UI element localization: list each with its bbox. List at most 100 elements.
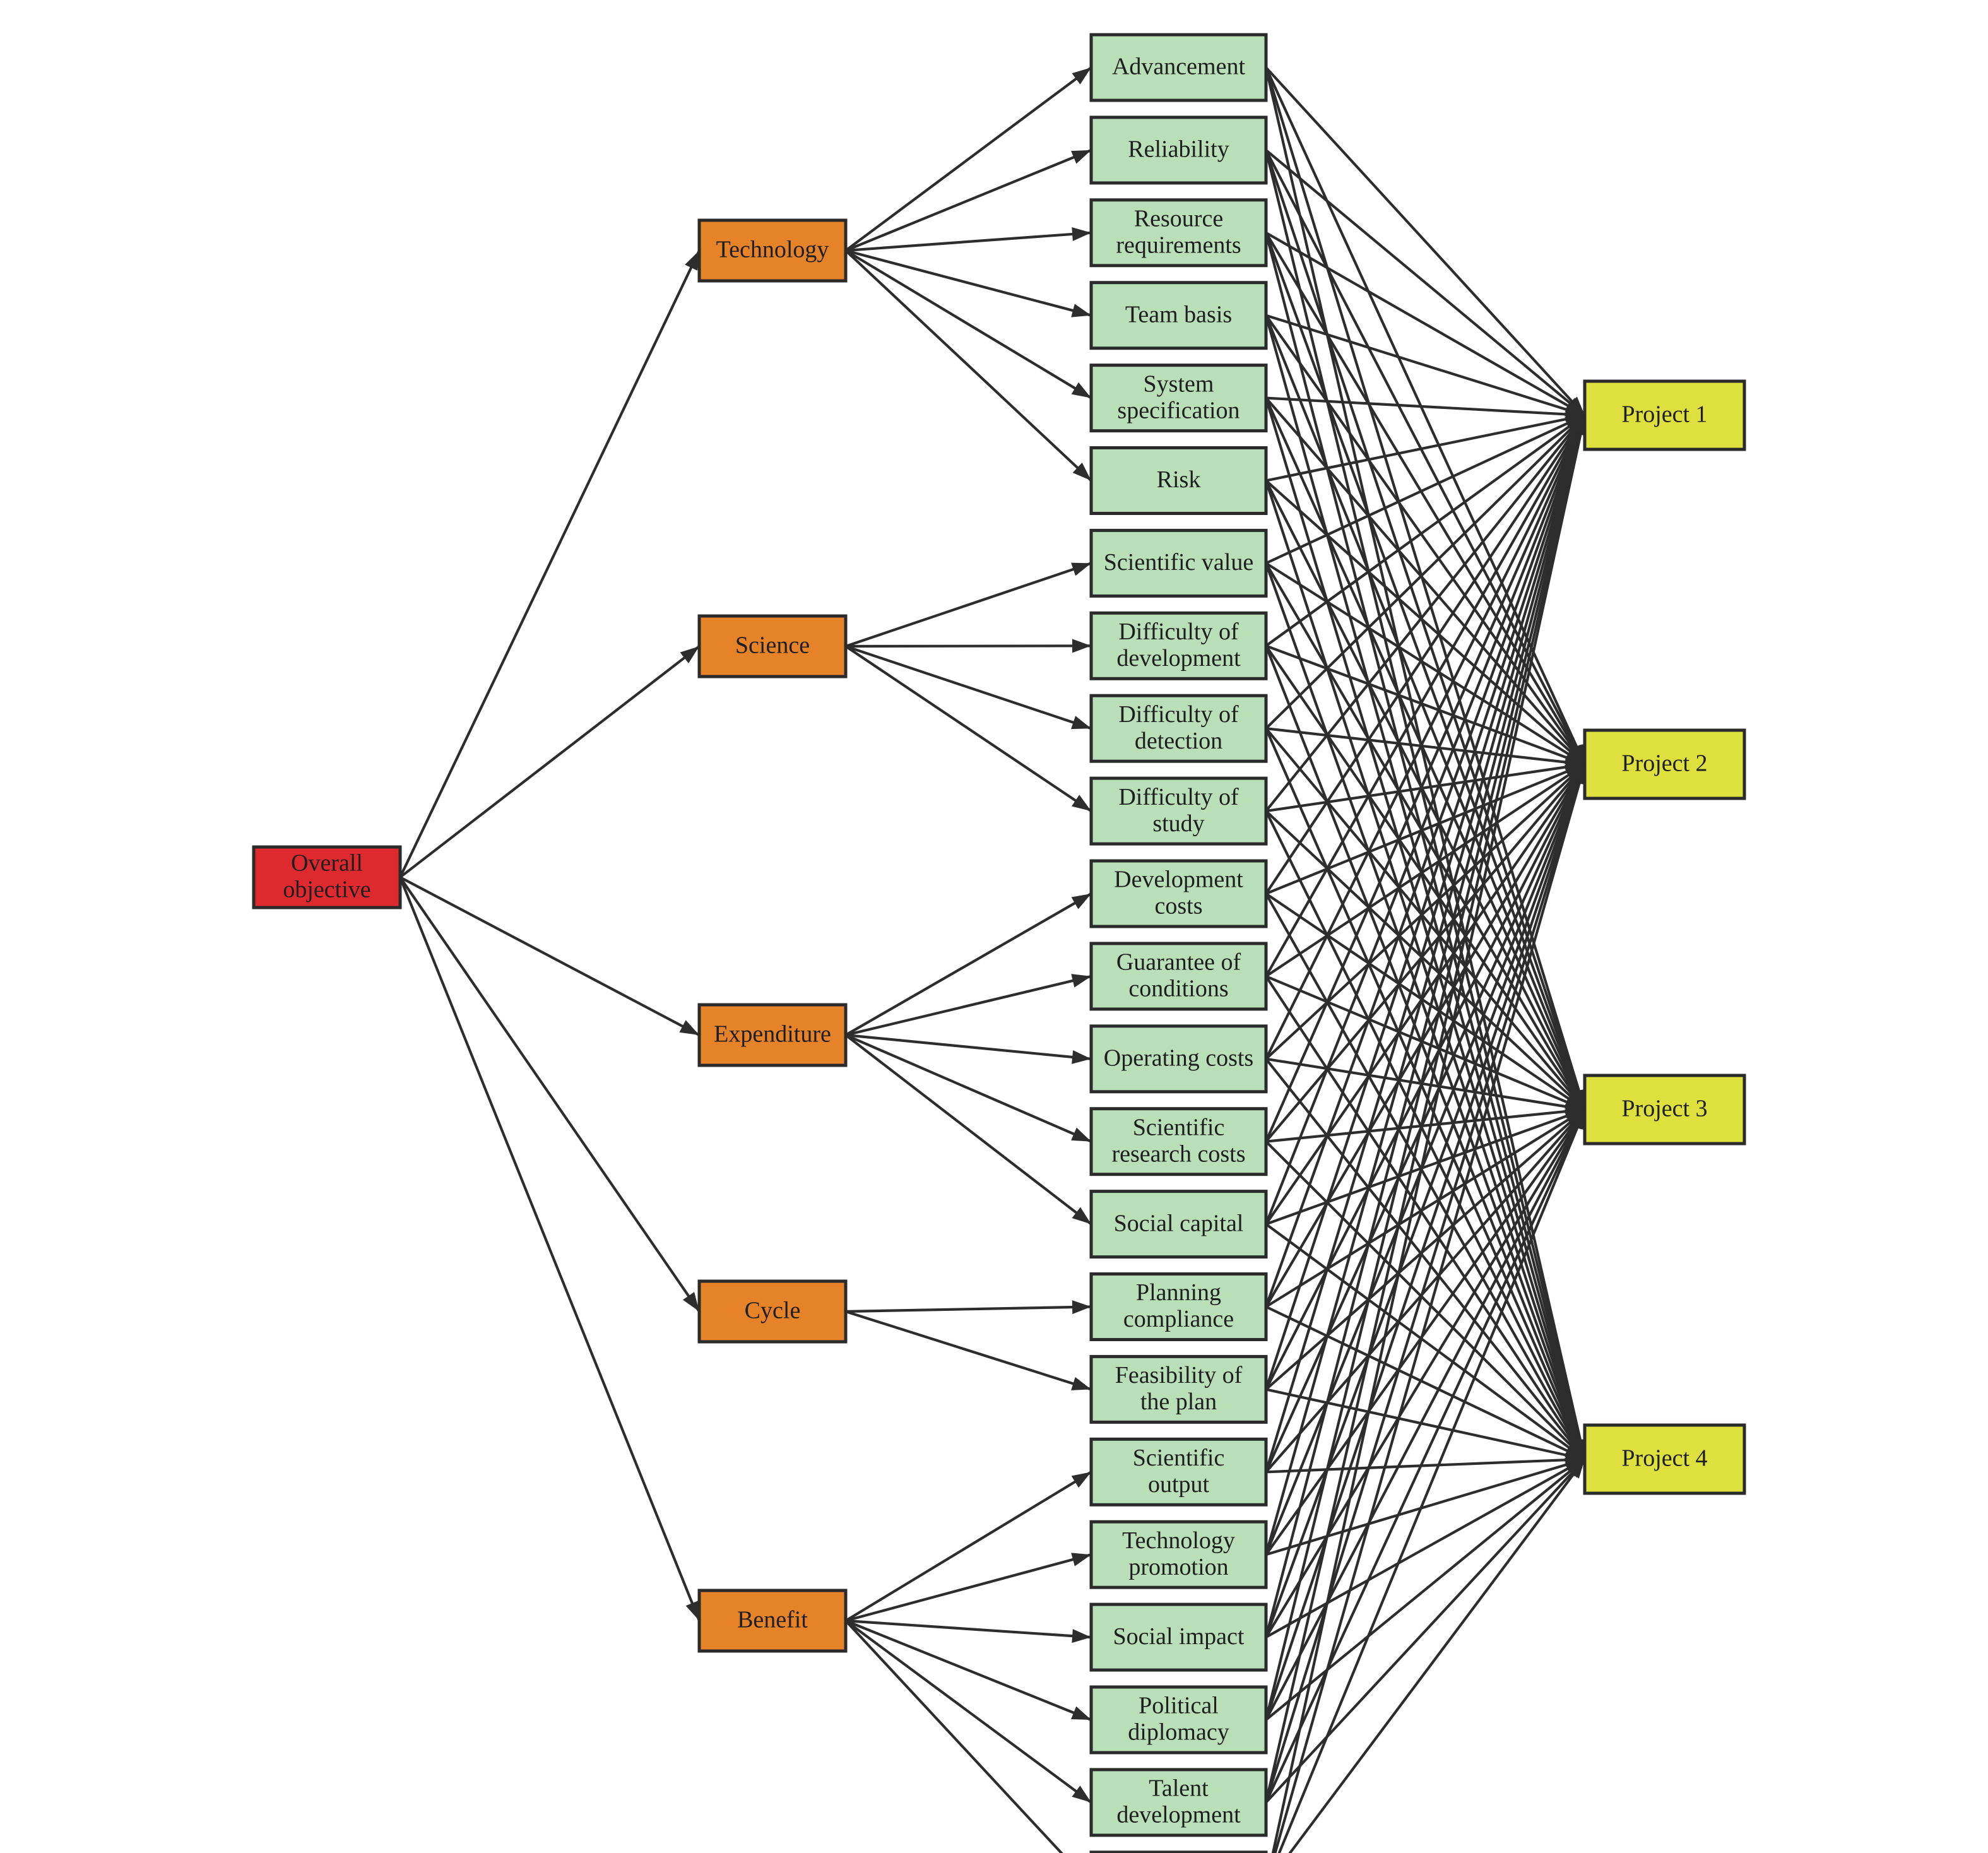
node-criterion-planning-label: Planning <box>1136 1279 1221 1306</box>
node-category-benefit: Benefit <box>697 1589 848 1653</box>
node-project-3: Project 3 <box>1583 1074 1746 1146</box>
edges-layer <box>399 66 1587 1853</box>
edge-operating-to-project-2 <box>1265 763 1586 1060</box>
edge-diff-study-to-project-4 <box>1265 810 1586 1460</box>
node-criterion-planning-box <box>1089 1272 1268 1341</box>
node-criterion-dev-costs-box <box>1089 859 1268 928</box>
node-project-4-label: Project 4 <box>1621 1445 1707 1472</box>
node-criterion-risk-box <box>1089 446 1268 515</box>
node-criterion-tech-promo-box <box>1089 1520 1268 1589</box>
edge-benefit-to-social-impact-arrowhead <box>1072 1629 1091 1643</box>
node-category-cycle: Cycle <box>697 1279 848 1344</box>
edge-risk-to-project-1 <box>1265 413 1585 482</box>
edge-sci-output-to-project-3 <box>1265 1108 1586 1473</box>
edge-expenditure-to-dev-costs <box>844 892 1092 1036</box>
edge-technology-to-reliability <box>845 148 1092 252</box>
edge-sci-research-to-project-4 <box>1265 1140 1586 1460</box>
edge-transformation-to-project-2 <box>1274 764 1587 1853</box>
node-project-3-label: Project 3 <box>1621 1096 1707 1122</box>
node-category-expenditure-label: Expenditure <box>714 1021 831 1048</box>
edge-planning-to-project-1 <box>1265 415 1586 1308</box>
node-criterion-feasibility-label: the plan <box>1140 1388 1217 1415</box>
node-criterion-diff-study-box <box>1089 776 1268 846</box>
edge-technology-to-resource-arrowhead <box>1072 227 1091 241</box>
node-criterion-team-box <box>1089 281 1268 350</box>
node-criterion-talent-label: Talent <box>1149 1775 1209 1802</box>
node-criterion-political-label: Political <box>1139 1693 1219 1719</box>
edge-system-to-project-3 <box>1265 397 1586 1110</box>
edge-technology-to-team-arrowhead <box>1071 304 1091 317</box>
edge-tech-promo-to-project-4 <box>1265 1457 1585 1556</box>
edge-talent-to-project-4 <box>1265 1458 1586 1804</box>
node-criterion-sci-output-label: output <box>1148 1471 1210 1498</box>
edge-technology-to-advancement-arrowhead <box>1072 68 1091 85</box>
node-criterion-sci-research-box <box>1089 1107 1268 1176</box>
edge-benefit-to-tech-promo-arrowhead <box>1071 1553 1091 1566</box>
node-criterion-tech-promo-label: promotion <box>1128 1554 1228 1580</box>
node-criterion-sci-research-label: research costs <box>1111 1140 1245 1167</box>
node-criterion-dev-costs-label: costs <box>1155 893 1203 920</box>
node-criterion-feasibility-label: Feasibility of <box>1115 1362 1243 1388</box>
node-criterion-sci-value-label: Scientific value <box>1104 549 1253 576</box>
edge-sci-value-to-project-3 <box>1265 562 1586 1111</box>
edge-operating-to-project-3 <box>1265 1057 1585 1111</box>
edge-guarantee-to-project-3 <box>1265 974 1585 1111</box>
edge-overall-to-cycle <box>399 876 701 1313</box>
edge-operating-to-project-4 <box>1265 1058 1586 1460</box>
edge-cycle-to-feasibility-arrowhead <box>1071 1376 1091 1390</box>
edge-cycle-to-planning <box>845 1305 1092 1313</box>
node-category-science-label: Science <box>735 632 810 659</box>
edge-expenditure-to-social-capital-arrowhead <box>1072 1207 1091 1224</box>
edge-technology-to-team <box>845 249 1092 317</box>
node-category-cycle-box <box>697 1279 848 1344</box>
node-overall-objective-label: Overall <box>291 850 363 877</box>
node-overall-objective-label: objective <box>283 877 370 903</box>
edge-benefit-to-sci-output <box>844 1471 1092 1622</box>
edge-risk-to-project-4 <box>1265 480 1586 1460</box>
edge-overall-to-science <box>399 645 701 879</box>
node-criterion-diff-det-label: detection <box>1135 728 1222 754</box>
node-criterion-political-label: diplomacy <box>1128 1719 1229 1746</box>
node-criterion-resource-label: requirements <box>1116 232 1241 259</box>
edge-diff-study-to-project-3 <box>1265 810 1586 1111</box>
edge-overall-to-technology <box>399 250 701 878</box>
edge-sci-value-to-project-4 <box>1265 562 1586 1460</box>
edge-technology-to-system <box>844 249 1092 400</box>
edge-political-to-project-1 <box>1264 415 1587 1720</box>
edge-diff-study-to-project-2 <box>1265 762 1585 813</box>
node-project-1: Project 1 <box>1583 379 1746 451</box>
edge-social-capital-to-project-3 <box>1265 1108 1585 1226</box>
edge-transformation-to-project-4-arrowhead <box>1568 1459 1585 1479</box>
edge-science-to-diff-det <box>845 645 1092 730</box>
edge-technology-to-advancement <box>844 66 1092 252</box>
edge-benefit-to-tech-promo <box>845 1553 1092 1623</box>
node-category-cycle-label: Cycle <box>745 1298 801 1324</box>
node-criterion-team: Team basis <box>1089 281 1268 350</box>
edge-transformation-to-project-3 <box>1277 1109 1586 1853</box>
edge-guarantee-to-project-2 <box>1265 763 1586 978</box>
edge-expenditure-to-guarantee-arrowhead <box>1071 974 1091 988</box>
edge-benefit-to-political-arrowhead <box>1071 1706 1091 1720</box>
node-category-technology-box <box>697 218 848 283</box>
arrowheads-layer <box>679 68 1588 1803</box>
node-criterion-tech-promo-label: Technology <box>1122 1527 1235 1554</box>
edge-social-capital-to-project-2 <box>1265 763 1586 1225</box>
node-criterion-social-capital-label: Social capital <box>1114 1210 1244 1236</box>
node-criterion-social-impact-box <box>1089 1602 1268 1672</box>
edge-tech-promo-to-project-1 <box>1264 415 1587 1555</box>
edge-feasibility-to-project-3 <box>1265 1108 1586 1390</box>
edge-science-to-diff-dev-arrowhead <box>1072 639 1091 653</box>
edge-expenditure-to-dev-costs-arrowhead <box>1071 894 1091 909</box>
node-criterion-resource-box <box>1089 198 1268 268</box>
node-project-4: Project 4 <box>1583 1423 1746 1495</box>
node-criterion-social-impact: Social impact <box>1089 1602 1268 1672</box>
node-criterion-advancement: Advancement <box>1089 33 1268 102</box>
